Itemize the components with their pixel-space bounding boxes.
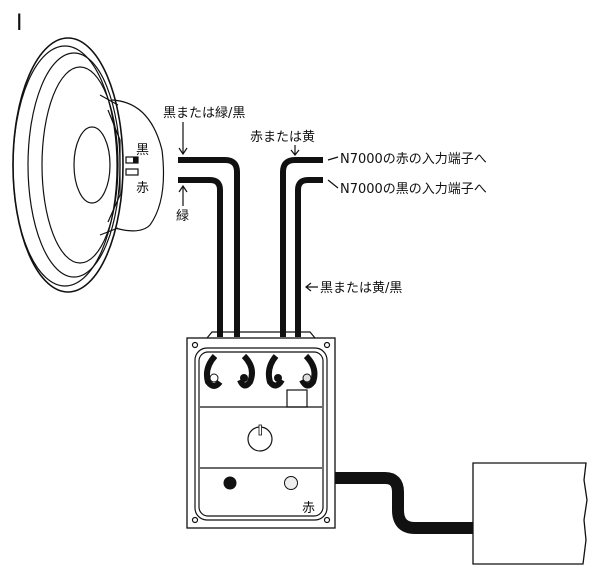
fuse-block xyxy=(286,389,308,408)
black-terminal-dot xyxy=(223,476,237,490)
cable xyxy=(335,472,473,534)
leader-line xyxy=(327,179,339,189)
label-green: 緑 xyxy=(176,209,189,224)
speaker-magnet xyxy=(111,99,165,232)
crossover-box: 赤 xyxy=(186,331,336,529)
label-black-or-yellow-black: 黒または黄/黒 xyxy=(320,281,402,296)
arrow-down-icon xyxy=(178,122,188,156)
wire-black-green xyxy=(178,157,240,337)
figure-number: I xyxy=(16,11,23,36)
arrow-left-icon xyxy=(305,282,318,292)
label-red-or-yellow: 赤または黄 xyxy=(250,130,315,145)
red-terminal-dot xyxy=(284,476,298,490)
arrow-up-icon xyxy=(178,184,188,206)
arrow-down-icon xyxy=(290,145,300,156)
wire-green xyxy=(178,177,223,337)
red-marker-label: 赤 xyxy=(302,501,315,516)
label-black-or-green-black: 黒または緑/黒 xyxy=(163,106,245,121)
wire-black-yellow xyxy=(295,177,323,337)
leader-line xyxy=(327,156,339,161)
label-to-black-input: N7000の黒の入力端子へ xyxy=(340,182,487,197)
wire-red-yellow xyxy=(280,157,323,337)
amplifier-unit xyxy=(472,462,588,565)
speaker: 黒 赤 xyxy=(12,37,165,293)
label-to-red-input: N7000の赤の入力端子へ xyxy=(340,152,487,167)
speaker-dustcap xyxy=(73,126,111,204)
terminal-red xyxy=(125,168,139,176)
speaker-cone-inner xyxy=(41,66,119,264)
speaker-terminal-red-label: 赤 xyxy=(136,181,149,196)
speaker-terminal-black-label: 黒 xyxy=(136,143,149,158)
